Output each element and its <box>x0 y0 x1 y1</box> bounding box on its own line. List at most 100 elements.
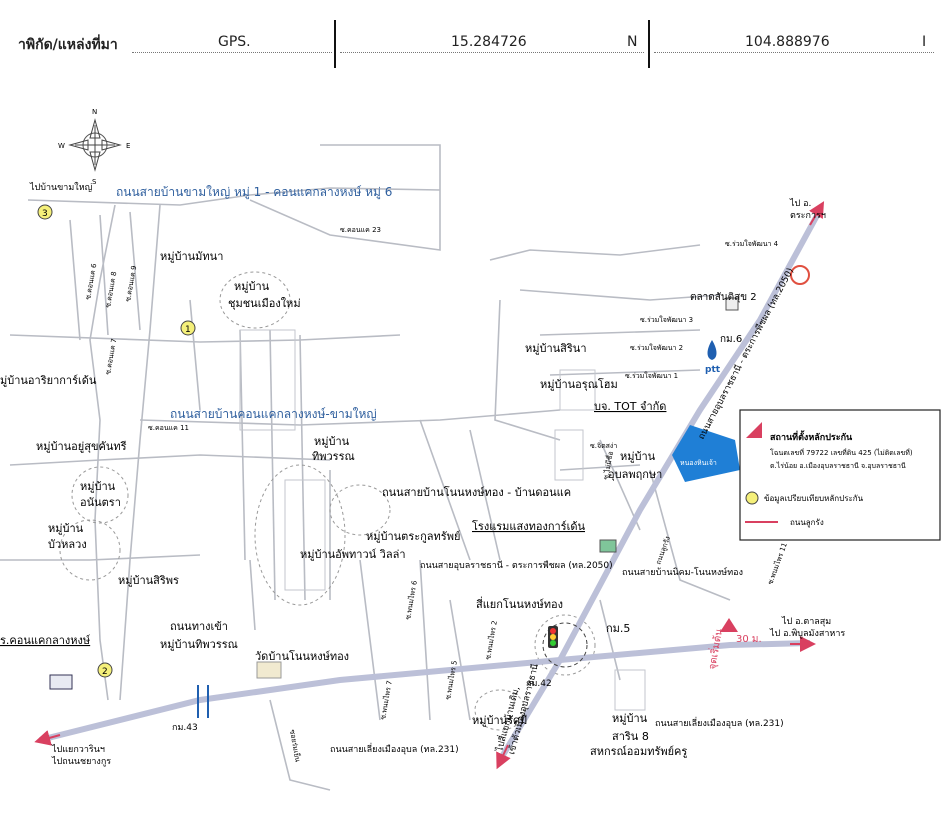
soi-4: ซ.คอนแค 7 <box>104 338 118 375</box>
header-label: าพิกัด/แหล่งที่มา <box>18 37 118 53</box>
longitude-value: 104.888976 <box>745 34 830 50</box>
road-label-nonhong: ถนนสายบ้านโนนหงษ์ทอง - บ้านดอนแค <box>382 485 571 499</box>
km-43-label: กม.43 <box>172 723 198 733</box>
ptt-logo-icon: ptt <box>705 340 721 375</box>
legend-laterite-label: ถนนลูกรัง <box>790 518 824 528</box>
soi-10: ซ.ร่วมใจพัฒนา 1 <box>625 371 678 380</box>
village-anan-2: อนันตรา <box>80 496 121 509</box>
to-phibun-1: ไป อ.ตาลสุม <box>781 616 831 627</box>
soi-19: ถนนลูกรัง <box>654 535 672 565</box>
road-label-top: ถนนสายบ้านขามใหญ่ หมู่ 1 - คอนแคกลางหงษ์… <box>116 185 392 200</box>
tot-label: บจ. TOT จำกัด <box>594 400 666 413</box>
comparison-marker-3-label: 3 <box>42 209 48 219</box>
road-label-entry-2: หมู่บ้านทิพวรรณ <box>160 638 238 651</box>
start-point-marker <box>720 618 738 632</box>
village-anan-1: หมู่บ้าน <box>80 480 116 493</box>
market-icon <box>725 297 739 311</box>
soi-1: ซ.คอนแค 6 <box>84 262 98 300</box>
legend-site-address: ต.ไร่น้อย อ.เมืองอุบลราชธานี จ.อุบลราชธา… <box>770 461 906 470</box>
comparison-marker-1-label: 1 <box>185 325 191 335</box>
soi-13: ซ.พนมไพร 6 <box>403 579 419 620</box>
village-bua-1: หมู่บ้าน <box>48 522 84 535</box>
hotel-icon <box>599 539 617 553</box>
legend-site-icon <box>746 422 762 438</box>
temple-label: วัดบ้านโนนหงษ์ทอง <box>255 649 349 663</box>
temple-icon <box>256 661 282 679</box>
village-tip-2: ทิพวรรณ <box>312 450 355 463</box>
soi-5: ซ.คอนแค 11 <box>148 424 189 432</box>
compass-south: S <box>92 178 97 186</box>
village-ratsami: หมู่บ้านรัศมี <box>472 714 527 727</box>
to-phibun-2: ไป อ.พิบูลมังสาหาร <box>769 628 845 639</box>
village-sarin-2: สาริน 8 <box>612 730 649 743</box>
coop-label: สหกรณ์ออมทรัพย์ครู <box>590 745 687 758</box>
road-label-231-b: ถนนสายเลี่ยงเมืองอุบล (ทล.231) <box>655 716 784 729</box>
compass-east: E <box>126 142 130 150</box>
residential-blocks <box>239 329 646 711</box>
arrow-to-city <box>496 744 511 770</box>
to-warin-2: ไปถนนชยางกูร <box>51 756 111 767</box>
comparison-marker-2-label: 2 <box>102 667 108 677</box>
traffic-light-icon <box>542 622 588 668</box>
header-underline <box>340 52 644 53</box>
header-divider <box>334 20 336 68</box>
legend-comparison-icon <box>745 491 759 505</box>
soi-15: ซ.พนมไพร 7 <box>378 680 394 721</box>
gas-station-icon <box>790 265 810 285</box>
arrow-to-warin <box>34 730 61 746</box>
latitude-value: 15.284726 <box>451 34 527 50</box>
village-ubon-1: หมู่บ้าน <box>620 450 656 463</box>
soi-16: ซ.พนมไพร 5 <box>443 660 459 701</box>
soi-14: ซ.พนมไพร 2 <box>483 620 499 661</box>
comparison-marker-3 <box>37 204 53 220</box>
comparison-marker-2 <box>97 662 113 678</box>
main-road-231 <box>39 640 811 743</box>
hotel-label: โรงแรมแสงทองการ์เด้น <box>472 519 585 533</box>
soi-11: ซ.จิตสง่า <box>590 442 617 450</box>
village-chum-2: ชุมชนเมืองใหม่ <box>228 297 301 310</box>
village-arun: หมู่บ้านอรุณโฮม <box>540 377 618 391</box>
road-label-nikom: ถนนสายบ้านนิคม-โนนหงษ์ทอง <box>622 566 743 578</box>
to-trakan-2: ตระการฯ <box>790 211 826 221</box>
konkae-label: ร.คอนแคกลางหงษ์ <box>0 634 90 647</box>
market-label: ตลาดสันติสุข 2 <box>690 292 757 303</box>
distance-label: 30 ม. <box>736 634 762 645</box>
intersection-label: สี่แยกโนนหงษ์ทอง <box>476 596 563 611</box>
bridge-icon <box>197 685 209 718</box>
km-42-label: กม.42 <box>526 679 552 689</box>
village-siri: หมู่บ้านสิรินา <box>525 342 587 355</box>
village-mathana: หมู่บ้านมัทนา <box>160 250 223 263</box>
village-sarin-1: หมู่บ้าน <box>612 712 648 725</box>
village-trakul: หมู่บ้านตระกูลทรัพย์ <box>366 530 460 543</box>
minor-roads <box>0 144 731 791</box>
village-siriporn: หมู่บ้านสิริพร <box>118 574 179 587</box>
legend-comparison-label: ข้อมูลเปรียบเทียบหลักประกัน <box>764 494 864 504</box>
to-warin-1: ไปแยกวารินฯ <box>51 744 105 755</box>
village-ubon-2: อุบลพฤกษา <box>608 468 662 481</box>
gps-source: GPS. <box>218 34 251 50</box>
soi-8: ซ.ร่วมใจพัฒนา 3 <box>640 315 693 324</box>
compass-north: N <box>92 108 97 116</box>
to-trakan-1: ไป อ. <box>789 198 811 209</box>
header-divider <box>648 20 650 68</box>
km-5-label: กม.5 <box>606 622 630 635</box>
comparison-marker-1 <box>180 320 196 336</box>
road-label-231-a: ถนนสายเลี่ยงเมืองอุบล (ทล.231) <box>330 742 459 755</box>
village-arit: มู่บ้านอาริยาการ์เด้น <box>0 374 97 387</box>
km-6-label: กม.6 <box>720 334 742 345</box>
village-chum-1: หมู่บ้าน <box>234 280 270 293</box>
coordinate-header: าพิกัด/แหล่งที่มา GPS. 15.284726 N 104.8… <box>0 0 950 68</box>
soi-17: ซ.พนมไพร 11 <box>765 541 789 585</box>
village-bua-2: บัวหลวง <box>48 538 87 551</box>
soi-2: ซ.คอนแค 8 <box>104 271 118 308</box>
soi-9: ซ.ร่วมใจพัฒนา 2 <box>630 343 683 352</box>
header-underline <box>654 52 934 53</box>
project-site-area <box>672 425 740 482</box>
to-kham-label: ไปบ้านขามใหญ่ <box>29 182 93 193</box>
legend-box <box>739 409 941 541</box>
compass-west: W <box>58 142 65 150</box>
road-label-mid: ถนนสายบ้านคอนแคกลางหงษ์-ขามใหญ่ <box>170 407 377 421</box>
soi-18: ซอยร่มเย็น <box>288 729 303 763</box>
village-tip-1: หมู่บ้าน <box>314 435 350 448</box>
